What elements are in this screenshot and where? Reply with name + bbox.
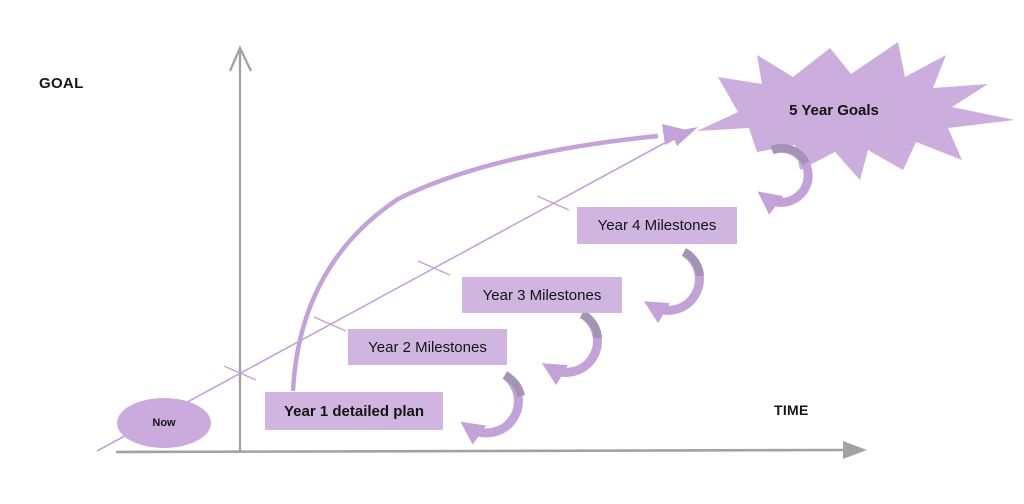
now-ellipse (117, 398, 211, 448)
goal-axis-label: GOAL (39, 75, 84, 92)
milestone-tick (417, 260, 451, 276)
year-2-milestones-box: Year 2 Milestones (348, 329, 507, 365)
curved-arrow-year2-to-year1 (460, 371, 525, 445)
growth-curve-arrowhead-icon (662, 124, 691, 145)
milestone-tick (313, 316, 347, 332)
milestone-tick (223, 365, 257, 381)
year-3-milestones-box: Year 3 Milestones (462, 277, 622, 313)
curved-arrow-year4-to-year3 (643, 248, 704, 324)
year-4-milestones-box: Year 4 Milestones (577, 207, 737, 244)
milestone-tick (536, 195, 570, 211)
x-axis (115, 441, 867, 459)
five-year-goals-label: 5 Year Goals (789, 101, 879, 119)
y-axis (228, 45, 253, 453)
curved-arrow-year3-to-year2 (541, 310, 602, 386)
growth-curve-arrow (290, 124, 691, 392)
x-axis-arrow-icon (843, 441, 867, 459)
year-1-plan-box: Year 1 detailed plan (265, 392, 443, 430)
y-axis-arrow-icon (228, 45, 253, 72)
time-axis-label: TIME (774, 402, 809, 418)
now-label: Now (152, 417, 176, 429)
curved-arrow-star-to-year4 (757, 143, 813, 215)
